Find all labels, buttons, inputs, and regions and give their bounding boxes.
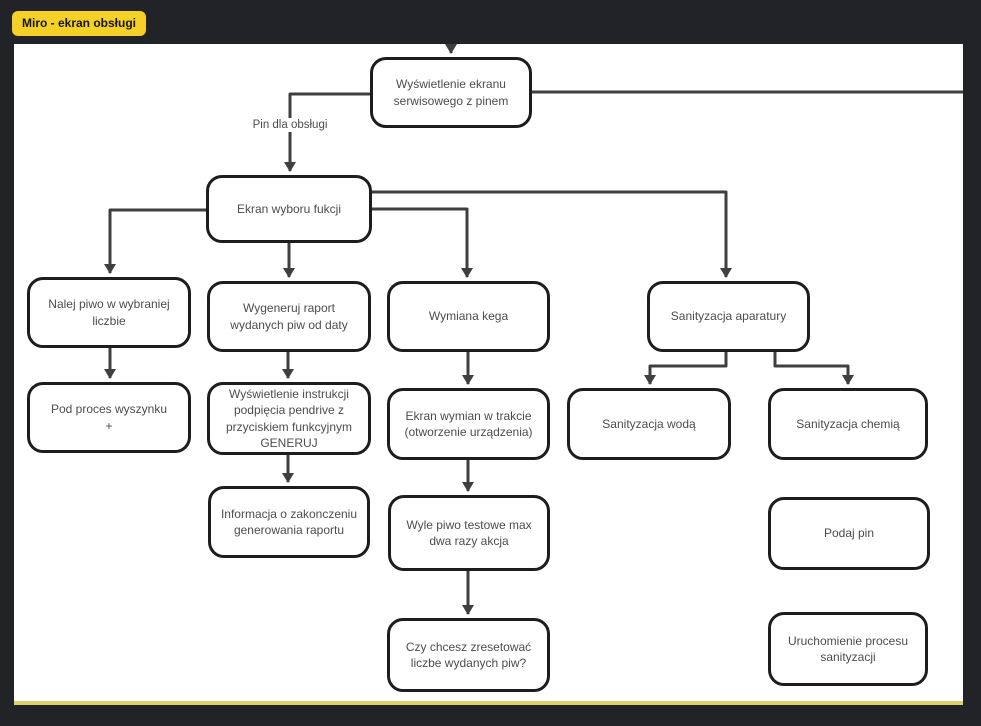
edge-label-pin-dla-obslugi: Pin dla obsługi [251, 118, 329, 132]
node-label: Wymiana kega [428, 309, 509, 324]
node-label: Ekran wyboru fukcji [236, 201, 342, 216]
node-wygeneruj-raport[interactable]: Wygeneruj raport wydanych piw od daty [207, 281, 371, 352]
node-label: Podaj pin [823, 526, 875, 541]
frame-title-badge[interactable]: Miro - ekran obsługi [12, 11, 147, 36]
node-label: Wygeneruj raport wydanych piw od daty [230, 301, 348, 332]
edge-wybor-wymiana[interactable] [372, 207, 473, 278]
node-uruchomienie-sanityzacji[interactable]: Uruchomienie procesu sanityzacji [768, 612, 928, 686]
node-sanityzacja-aparatury[interactable]: Sanityzacja aparatury [647, 281, 810, 352]
node-wymiana-kega[interactable]: Wymiana kega [387, 281, 550, 352]
edge-wybor-nalej[interactable] [104, 208, 206, 274]
edge-sanityzacja-woda[interactable] [644, 352, 728, 385]
node-label: Pod proces wyszynku + [50, 402, 168, 433]
edge-pin-dla-obslugi[interactable] [284, 92, 370, 172]
node-label: Informacja o zakonczeniu generowania rap… [220, 506, 358, 537]
node-label: Wyle piwo testowe max dwa razy akcja [406, 517, 532, 548]
node-ekran-wymian[interactable]: Ekran wymian w trakcie (otworzenie urząd… [387, 388, 550, 460]
node-informacja-raport[interactable]: Informacja o zakonczeniu generowania rap… [208, 486, 370, 558]
frame-canvas[interactable]: Pin dla obsługi Wyświetlenie ekranu serw… [14, 44, 963, 705]
node-label: Wyświetlenie ekranu serwisowego z pinem [393, 77, 509, 108]
node-ekran-wyboru-funkcji[interactable]: Ekran wyboru fukcji [206, 175, 372, 243]
node-wyswietlenie-ekranu-serwisowego[interactable]: Wyświetlenie ekranu serwisowego z pinem [370, 57, 532, 128]
node-czy-zresetowac[interactable]: Czy chcesz zresetować liczbe wydanych pi… [387, 618, 550, 692]
edge-wybor-sanityzacja[interactable] [372, 190, 732, 278]
node-label: Nalej piwo w wybraniej liczbie [48, 297, 170, 328]
node-sanityzacja-woda[interactable]: Sanityzacja wodą [567, 388, 731, 460]
node-pod-proces-wyszynku[interactable]: Pod proces wyszynku + [27, 382, 191, 453]
node-instrukcja-pendrive[interactable]: Wyświetlenie instrukcji podpięcia pendri… [207, 382, 371, 455]
edge-sanityzacja-chemia[interactable] [773, 352, 854, 385]
node-label: Uruchomienie procesu sanityzacji [787, 633, 909, 664]
node-sanityzacja-chemia[interactable]: Sanityzacja chemią [768, 388, 928, 460]
node-label: Wyświetlenie instrukcji podpięcia pendri… [225, 387, 353, 450]
node-label: Ekran wymian w trakcie (otworzenie urząd… [404, 408, 533, 439]
node-label: Czy chcesz zresetować liczbe wydanych pi… [405, 639, 532, 670]
node-label: Sanityzacja aparatury [670, 309, 787, 324]
connector-layer [104, 44, 963, 615]
node-label: Sanityzacja chemią [796, 416, 900, 431]
node-podaj-pin[interactable]: Podaj pin [768, 497, 930, 570]
node-wyle-piwo-testowe[interactable]: Wyle piwo testowe max dwa razy akcja [388, 495, 550, 571]
node-nalej-piwo[interactable]: Nalej piwo w wybraniej liczbie [27, 277, 191, 348]
node-label: Sanityzacja wodą [602, 416, 696, 431]
